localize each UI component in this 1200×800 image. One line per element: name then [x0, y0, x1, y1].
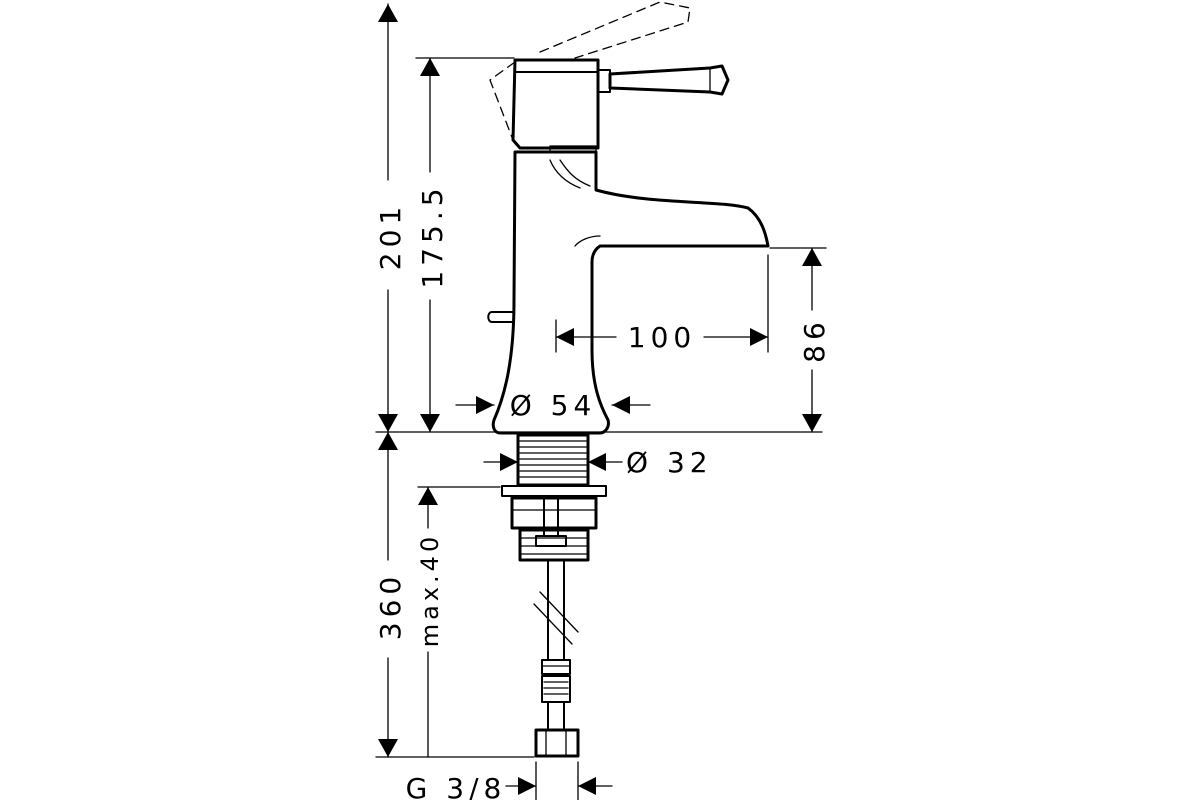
dim-201-label: 201	[374, 202, 407, 270]
dim-175-5-label: 175.5	[416, 183, 449, 288]
dim-diameter-54-label: Ø 54	[510, 389, 597, 422]
dimension-hose-length: 360	[374, 431, 407, 758]
threaded-shank	[501, 433, 607, 562]
dimension-base-diameter: Ø 54	[455, 389, 651, 422]
dim-86-label: 86	[798, 317, 831, 363]
supply-hose	[533, 559, 580, 758]
dim-g-3-8-label: G 3/8	[406, 772, 507, 800]
dim-max-40-label: max.40	[416, 533, 444, 647]
dimension-spout-height: 86	[798, 247, 831, 433]
dimension-handle-height: 175.5	[416, 57, 449, 433]
dim-diameter-32-label: Ø 32	[626, 446, 713, 479]
extension-lines	[375, 57, 827, 800]
dimension-max-thickness: max.40	[416, 486, 444, 758]
dimension-shank-diameter: Ø 32	[483, 446, 713, 479]
dimension-spout-reach: 100	[555, 321, 769, 354]
faucet-body	[487, 145, 770, 435]
dimension-total-height: 201	[374, 3, 407, 433]
faucet-handle	[511, 58, 730, 150]
dim-100-label: 100	[628, 321, 696, 354]
dim-360-label: 360	[374, 572, 407, 640]
dimension-thread: G 3/8	[406, 772, 613, 800]
lever-open-position-ghost	[489, 1, 691, 141]
